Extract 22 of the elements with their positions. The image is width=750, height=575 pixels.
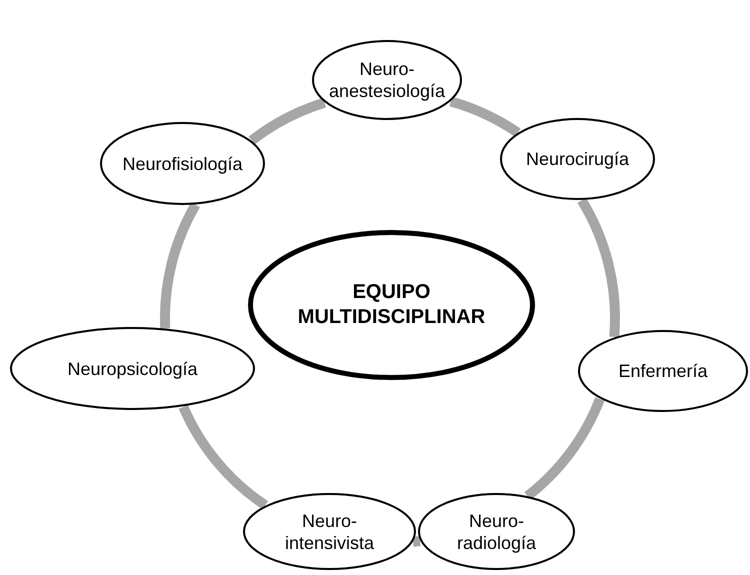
node-label: EQUIPO MULTIDISCIPLINAR [296, 280, 486, 330]
ellipse-node [578, 330, 748, 412]
node-label: Neuro- anestesiología [328, 58, 446, 102]
node-label: Neurofisiología [121, 152, 244, 174]
ring-connector [160, 202, 200, 328]
ring-connector [524, 396, 604, 500]
ring-connector [248, 98, 326, 145]
ring-connector [449, 96, 520, 137]
node-label: Neurocirugía [524, 148, 630, 170]
ellipse-node [500, 118, 655, 200]
ellipse-node [100, 122, 265, 205]
node-label: Neuro- radiología [456, 510, 538, 554]
ring-connector [577, 198, 620, 338]
node-label: Neuropsicología [66, 358, 199, 380]
ellipse-node [312, 40, 462, 120]
ellipse-node [10, 327, 255, 410]
central-ellipse [248, 230, 535, 380]
ring-connector [178, 404, 268, 510]
ellipse-node [418, 493, 575, 570]
node-label: Neuro- intensivista [284, 510, 376, 554]
ellipse-node [243, 493, 416, 570]
node-label: Enfermería [617, 360, 709, 382]
